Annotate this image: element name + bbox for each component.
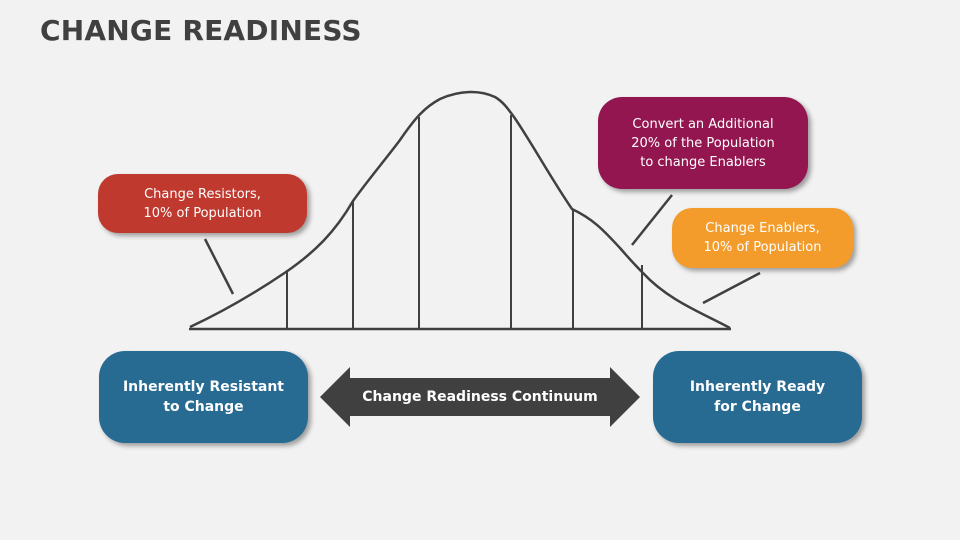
curve-line	[189, 90, 731, 330]
callout-convert-population: Convert an Additional 20% of the Populat…	[598, 97, 808, 189]
box-inherently-ready: Inherently Ready for Change	[653, 351, 862, 443]
callout-text: Convert an Additional 20% of the Populat…	[631, 116, 775, 170]
callout-change-enablers: Change Enablers, 10% of Population	[672, 208, 853, 268]
double-arrow-icon	[320, 367, 640, 427]
box-inherently-resistant: Inherently Resistant to Change	[99, 351, 308, 443]
connector-enablers	[702, 271, 761, 305]
connector-resistors	[203, 238, 235, 295]
callout-change-resistors: Change Resistors, 10% of Population	[98, 174, 307, 233]
callout-text: Change Resistors, 10% of Population	[143, 186, 262, 221]
page-title: CHANGE READINESS	[40, 14, 362, 47]
box-text: Inherently Resistant to Change	[122, 379, 285, 415]
continuum-label: Change Readiness Continuum	[362, 389, 598, 405]
callout-text: Change Enablers, 10% of Population	[703, 221, 822, 255]
connector-convert	[631, 194, 673, 246]
box-text: Inherently Ready for Change	[689, 379, 826, 415]
